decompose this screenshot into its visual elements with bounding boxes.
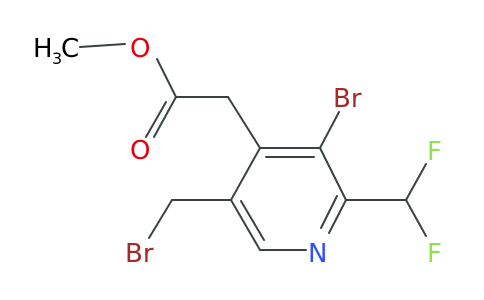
bond-chf2-f-bottom <box>405 199 427 237</box>
methyl-h-label: H <box>33 34 53 64</box>
bond-c3-br <box>319 111 340 149</box>
bromomethyl-bromine-label: Br <box>125 239 154 269</box>
bond-c2-n <box>328 199 347 234</box>
carbonyl-oxygen-label: O <box>130 136 150 166</box>
bond-chf2-f-top <box>405 163 427 201</box>
atom-labels: H 3 C O O Br Br N F F <box>33 34 442 269</box>
fluorine-top-label: F <box>427 137 442 167</box>
methyl-c-label: C <box>61 34 79 64</box>
bond-ester-carbon-carbonyl-o-double <box>145 101 167 138</box>
bond-ester-carbon-carbonyl-o <box>153 96 177 138</box>
bond-c3-c2 <box>319 147 347 201</box>
bond-c5-c4 <box>230 147 261 201</box>
bond-ch2-c4 <box>227 96 261 149</box>
ring-bromine-label: Br <box>333 84 362 114</box>
methyl-subscript-label: 3 <box>52 49 62 68</box>
ester-oxygen-label: O <box>130 34 150 64</box>
bond-o-ester-carbon <box>156 58 177 98</box>
ring-nitrogen-label: N <box>308 239 327 269</box>
bond-c2-n-double <box>320 195 338 229</box>
fluorine-bottom-label: F <box>427 239 442 269</box>
bond-methyl-o <box>79 43 126 48</box>
bond-ch2br-br <box>148 199 173 239</box>
bonds <box>79 43 427 251</box>
bond-c6-c5-double <box>240 200 265 241</box>
bond-c6-c5 <box>230 199 261 251</box>
